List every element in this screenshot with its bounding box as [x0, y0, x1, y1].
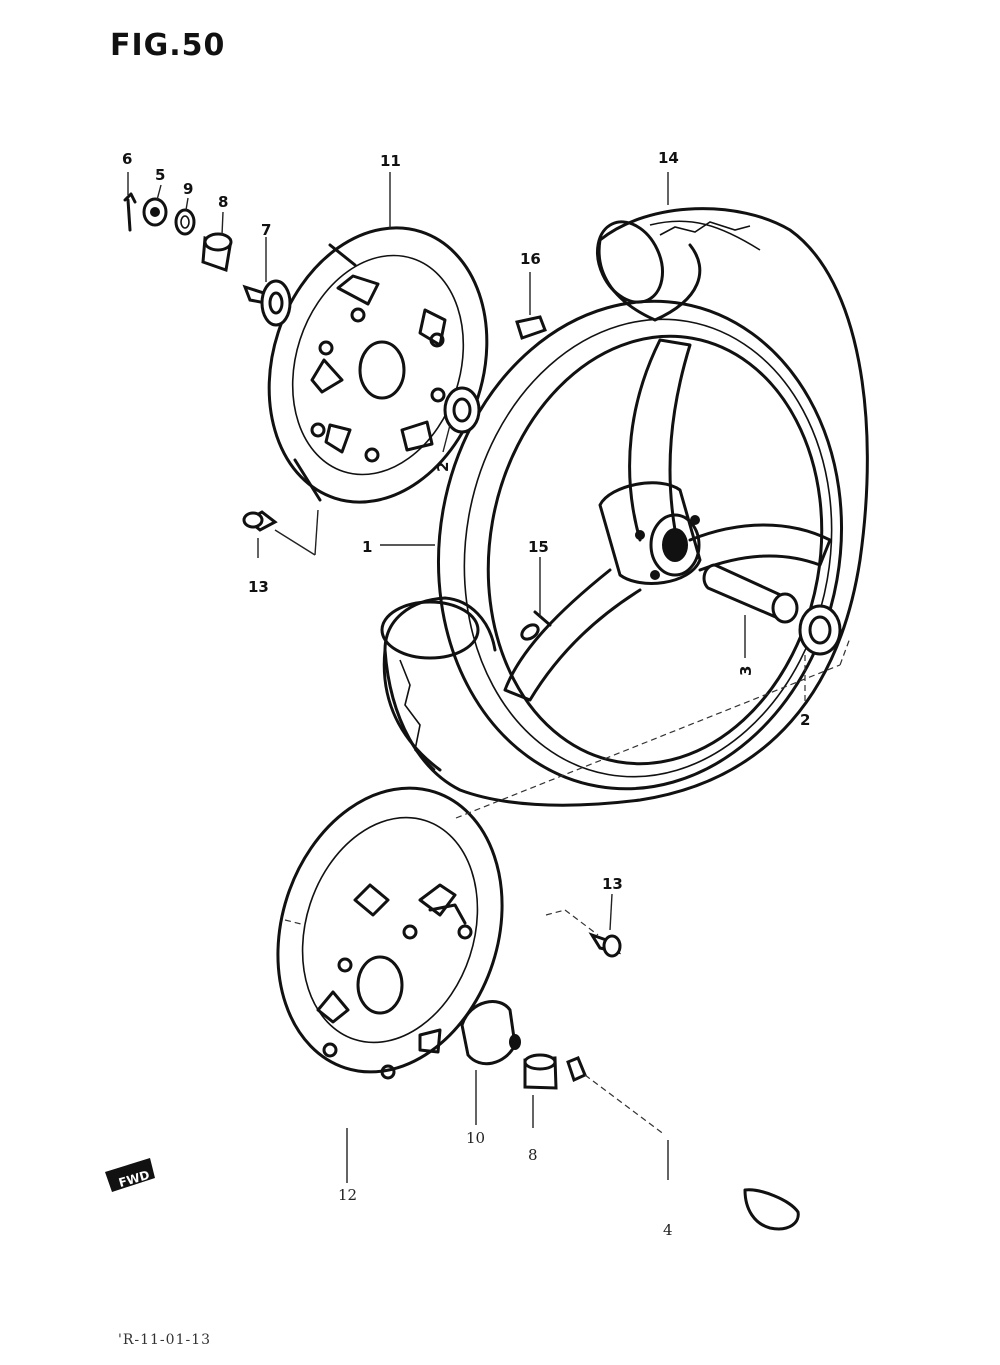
- callout-2-right: 2: [800, 711, 810, 729]
- bearing-right-drawing: [798, 604, 842, 656]
- callout-7: 7: [261, 221, 271, 239]
- callout-8-top: 8: [218, 193, 228, 211]
- fwd-arrow: FWD: [105, 1158, 155, 1192]
- callout-3: 3: [737, 666, 755, 676]
- callout-6: 6: [122, 150, 132, 168]
- callout-12: 12: [338, 1186, 357, 1204]
- callout-5: 5: [155, 166, 165, 184]
- cotter-pin-drawing: [123, 192, 137, 232]
- guide-lines: [274, 509, 851, 936]
- hub-cover-drawing: [460, 1000, 521, 1066]
- callout-16: 16: [520, 250, 541, 268]
- callout-labels: 6 5 9 8 7 11 14 16 2 13 1 15 3 2 13 10 8…: [122, 149, 810, 1239]
- callout-4: 4: [663, 1221, 673, 1239]
- spacer-flange-drawing: [242, 279, 292, 327]
- valve-drawing: [520, 610, 552, 641]
- brake-disc-lower-drawing: [276, 786, 504, 1080]
- rim-drawing: [436, 299, 844, 791]
- washer-upper-drawing: [174, 208, 196, 236]
- callout-13-bottom: 13: [602, 875, 623, 893]
- figure-title: FIG.50: [110, 28, 226, 63]
- bearing-upper-drawing: [443, 386, 481, 434]
- callout-15: 15: [528, 538, 549, 556]
- collar-upper-drawing: [201, 232, 233, 273]
- callout-9: 9: [183, 180, 193, 198]
- callout-10: 10: [466, 1129, 485, 1147]
- collar-lower-drawing: [523, 1053, 558, 1090]
- callout-14: 14: [658, 149, 679, 167]
- callout-13-top: 13: [248, 578, 269, 596]
- bolt-upper-drawing: [242, 510, 278, 532]
- axle-spacer-drawing: [702, 563, 799, 624]
- callout-2-top: 2: [434, 462, 452, 472]
- callout-8-bottom: 8: [528, 1146, 538, 1164]
- brake-disc-upper-drawing: [267, 226, 489, 504]
- footer-code: 'R-11-01-13: [118, 1332, 212, 1348]
- callout-1: 1: [362, 538, 372, 556]
- bolt-lower-drawing: [588, 932, 622, 958]
- balance-weight-drawing: [515, 315, 547, 340]
- axle-nut-drawing: [142, 197, 168, 227]
- axle-drawing: [566, 1056, 800, 1231]
- callout-11: 11: [380, 152, 401, 170]
- leader-lines: [127, 172, 746, 1183]
